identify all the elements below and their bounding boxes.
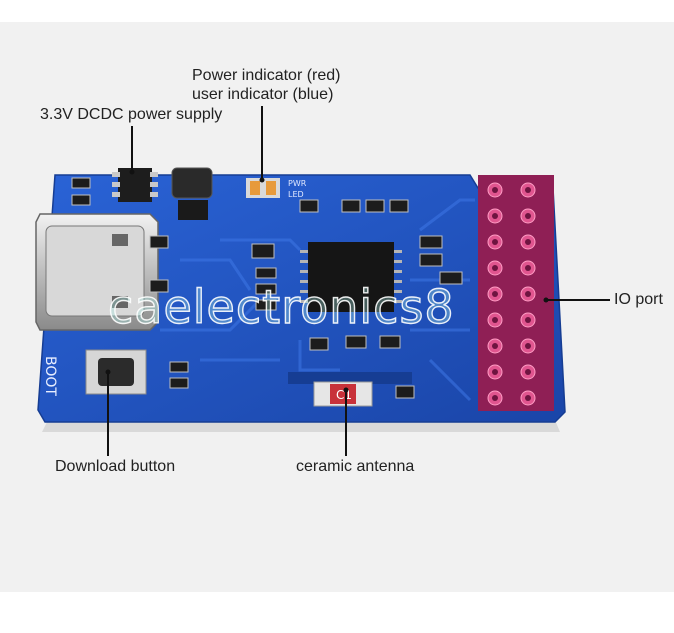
dcdc-chip xyxy=(118,168,152,202)
label-ceramic-antenna: ceramic antenna xyxy=(296,458,415,475)
silkscreen-led: LED xyxy=(288,190,304,199)
antenna-keepout xyxy=(288,372,412,384)
silkscreen-pwr: PWR xyxy=(288,179,307,188)
label-io-port: IO port xyxy=(614,291,663,308)
label-download-button: Download button xyxy=(55,458,176,475)
leader-lines xyxy=(107,106,610,456)
label-power-indicator: Power indicator (red) xyxy=(192,67,341,84)
label-dcdc: 3.3V DCDC power supply xyxy=(40,106,223,123)
bottom-margin xyxy=(0,592,674,633)
passive-components xyxy=(71,177,463,399)
antenna-marking: C1 xyxy=(336,388,352,402)
mcu-chip xyxy=(308,242,394,312)
top-margin xyxy=(0,0,674,22)
silkscreen-boot: BOOT xyxy=(42,356,58,396)
board-shadow xyxy=(42,420,560,432)
label-user-indicator: user indicator (blue) xyxy=(192,86,334,103)
inductor xyxy=(171,167,213,199)
boot-button xyxy=(98,358,134,386)
